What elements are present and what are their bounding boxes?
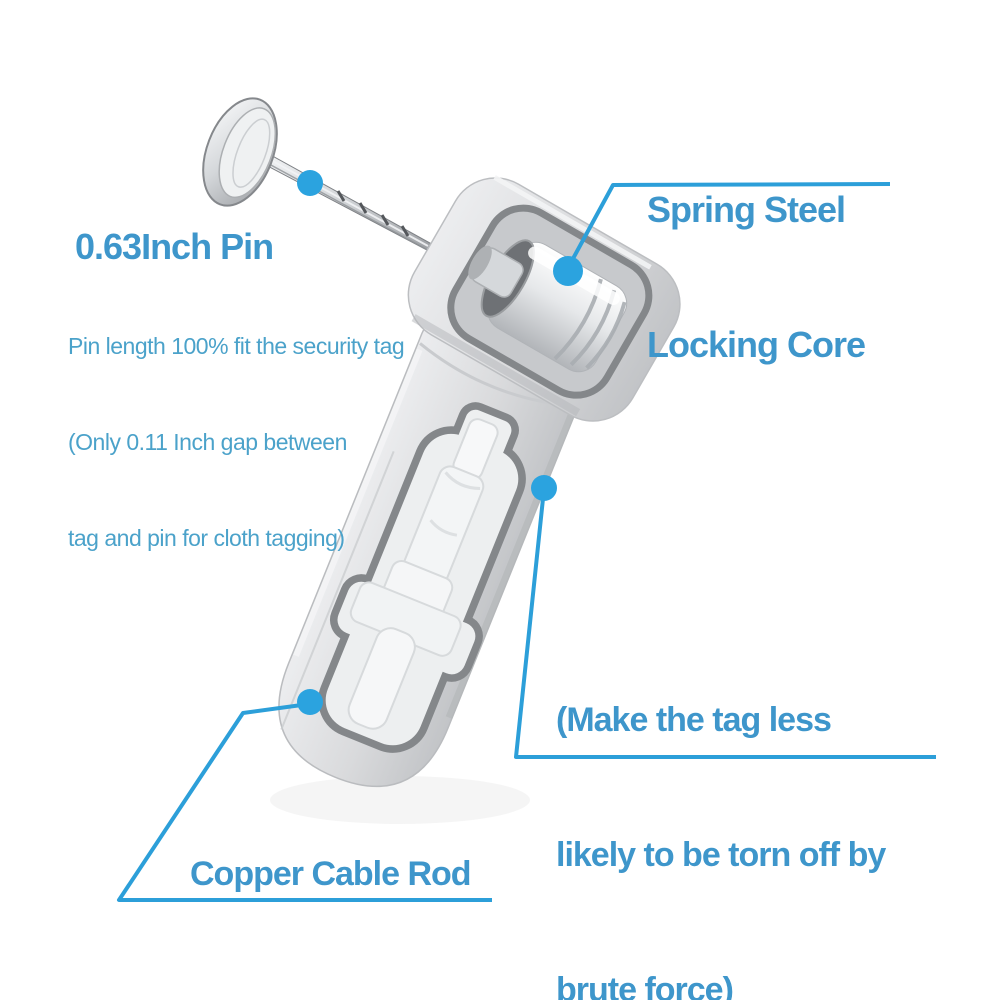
locking-core-label-line1: Spring Steel <box>647 189 846 230</box>
leader-line-cable-rod <box>117 702 492 902</box>
brute-force-label-line2: likely to be torn off by <box>556 836 886 874</box>
leader-lines <box>117 182 936 902</box>
pin-description: Pin length 100% fit the security tag (On… <box>68 266 405 618</box>
tag-body <box>278 321 584 788</box>
pin-description-line3: tag and pin for cloth tagging) <box>68 525 345 551</box>
locking-core-part <box>468 239 628 373</box>
locking-core-label-line2: Locking Core <box>647 324 866 365</box>
ground-shadow <box>270 776 530 824</box>
leader-line-brute-force <box>514 488 936 759</box>
marker-dots <box>297 170 583 715</box>
pin-description-line2: (Only 0.11 Inch gap between <box>68 429 347 455</box>
marker-dot-cable-rod <box>297 689 323 715</box>
pin-head <box>202 97 278 207</box>
marker-dot-brute-force <box>531 475 557 501</box>
pin-grooves <box>336 190 410 237</box>
copper-cable-rod-part <box>347 418 499 730</box>
cable-rod-cutaway <box>318 402 526 753</box>
pin-illustration <box>202 97 435 251</box>
locking-core-label: Spring Steel Locking Core <box>647 97 866 457</box>
pin-description-line1: Pin length 100% fit the security tag <box>68 333 405 359</box>
cable-rod-label: Copper Cable Rod <box>190 855 472 893</box>
tag-head <box>407 175 681 422</box>
brute-force-label: (Make the tag less likely to be torn off… <box>556 608 886 1000</box>
marker-dot-pin <box>297 170 323 196</box>
pin-title-label: 0.63Inch Pin <box>75 226 274 267</box>
brute-force-label-line1: (Make the tag less <box>556 701 832 739</box>
leader-line-locking-core <box>567 182 891 267</box>
marker-dot-locking-core <box>553 256 583 286</box>
brute-force-label-line3: brute force) <box>556 971 734 1000</box>
